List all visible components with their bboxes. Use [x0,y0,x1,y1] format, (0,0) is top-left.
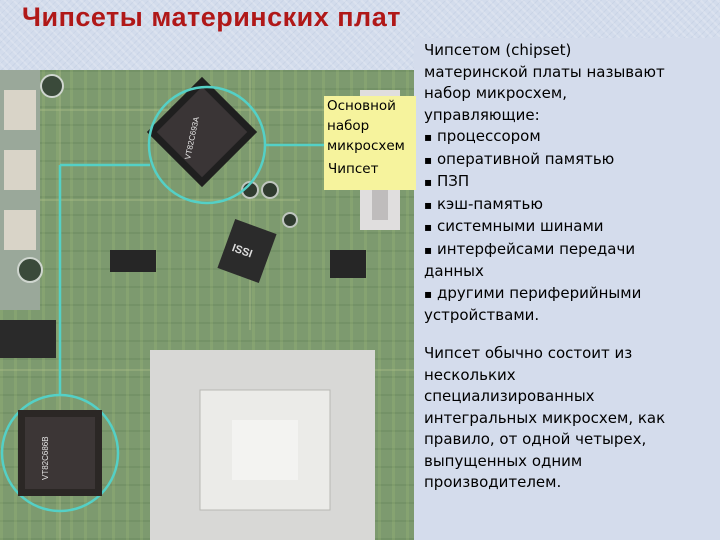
slide-title: Чипсеты материнских плат [22,2,401,32]
cpu-socket [150,350,375,540]
small-chip [330,250,366,278]
text-line: управляющие: [424,105,540,124]
list-item-label: другими периферийными [437,283,642,302]
list-item-label: процессором [437,127,541,145]
text-line: данных [424,262,484,280]
northbridge-chip [146,76,258,188]
text-line: правило, от одной четырех, [424,430,647,448]
southbridge-chip [18,410,102,496]
caption-line: Основной [327,98,396,114]
text-line: устройствами. [424,306,540,324]
list-item: ▪ процессором [424,126,716,149]
caption-line: микросхем [327,138,405,154]
small-chip [110,250,156,272]
list-item: ▪ кэш-памятью [424,194,716,217]
list-item-label: ПЗП [437,172,470,190]
text-line: нескольких [424,365,516,384]
bullet-icon: ▪ [424,197,433,212]
list-item: ▪ интерфейсами передачи [424,239,716,262]
chipset-annotations [0,85,324,513]
bullet-icon: ▪ [424,220,433,234]
bullet-icon: ▪ [424,242,433,257]
chipset-label: Чипсет [328,161,379,177]
memory-chip [217,219,277,283]
caption-line: набор [327,118,370,134]
text-line: специализированных [424,387,595,405]
chipset-caption: Основной набор микросхем [324,96,416,190]
list-item: ▪ оперативной памятью [424,149,716,172]
bullet-icon: ▪ [424,130,433,144]
text-line: Чипсетом (chipset) [424,41,572,59]
text-panel [414,38,720,540]
list-item: ▪ системными шинами [424,216,716,239]
definition-paragraph: Чипсетом (chipset) материнской платы наз… [424,40,716,327]
text-line: выпущенных одним [424,451,583,470]
list-item-label: интерфейсами передачи [437,239,636,258]
text-line: материнской платы называют [424,62,665,81]
list-item: ▪ ПЗП [424,171,716,194]
list-item: ▪ другими периферийными [424,283,716,306]
composition-paragraph: Чипсет обычно состоит из нескольких спец… [424,343,716,494]
chip2-marking: VT82C686B [41,436,50,480]
bullet-icon: ▪ [424,286,433,301]
text-line: набор микросхем, [424,84,567,102]
text-line: Чипсет обычно состоит из [424,344,633,362]
list-item-label: оперативной памятью [437,149,615,168]
bullet-icon: ▪ [424,152,433,167]
list-item-label: кэш-памятью [437,194,543,213]
capacitors [17,74,298,283]
text-line: интегральных микросхем, как [424,408,666,427]
list-item-label: системными шинами [437,217,604,235]
text-line: производителем. [424,473,562,491]
bullet-icon: ▪ [424,175,433,189]
